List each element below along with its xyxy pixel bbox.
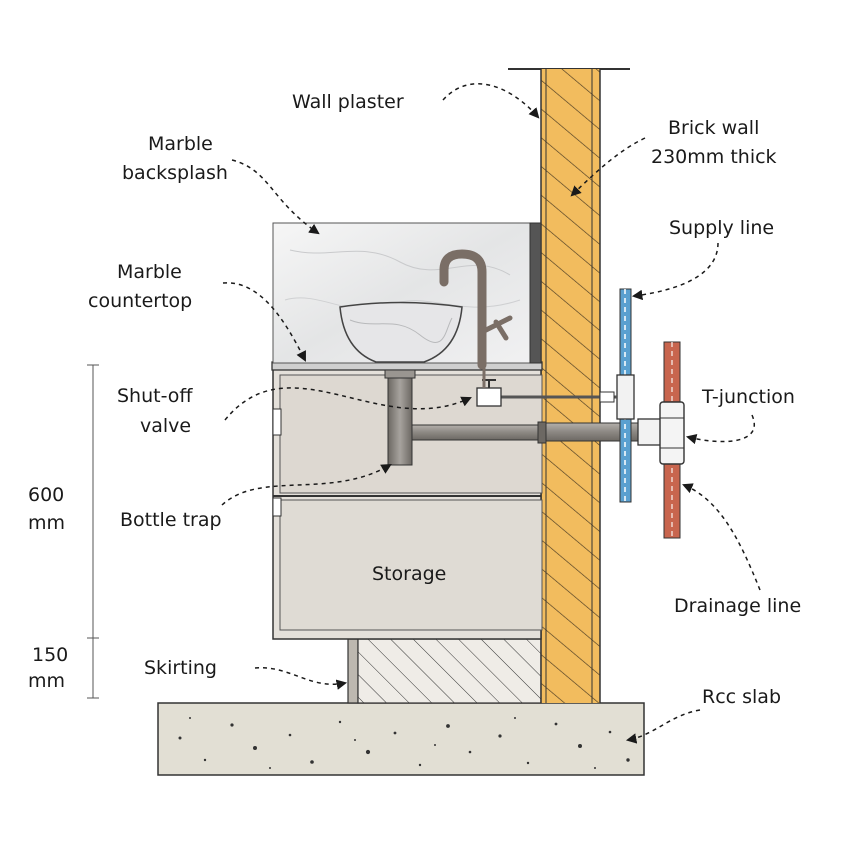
label-shutoff-valve-line1: Shut-off xyxy=(117,385,193,407)
dimension-lines xyxy=(87,364,99,699)
skirting xyxy=(347,638,542,704)
drain-branch-pipe xyxy=(545,418,663,446)
vessel-basin xyxy=(339,301,463,363)
leader-rcc-slab xyxy=(625,709,701,744)
label-skirting: Skirting xyxy=(144,657,217,679)
label-bottle-trap: Bottle trap xyxy=(120,509,222,531)
leader-drainage-line xyxy=(682,483,761,591)
rcc-slab xyxy=(157,702,645,776)
label-marble-backsplash-line2: backsplash xyxy=(122,162,228,184)
leader-shutoff-valve xyxy=(224,387,472,421)
leader-marble-countertop xyxy=(222,282,306,362)
brick-wall xyxy=(508,68,630,703)
labels: Wall plaster Brick wall 230mm thick Marb… xyxy=(28,91,801,708)
leader-t-junction xyxy=(685,414,755,445)
label-marble-countertop-line1: Marble xyxy=(117,261,182,283)
label-marble-countertop-line2: countertop xyxy=(88,290,192,312)
leader-bottle-trap xyxy=(221,463,392,506)
leader-brick-wall xyxy=(570,137,646,197)
label-brick-wall-line1: Brick wall xyxy=(668,117,759,139)
label-marble-backsplash-line1: Marble xyxy=(148,133,213,155)
dim-cabinet-unit: mm xyxy=(28,512,65,534)
shutoff-valve xyxy=(476,366,502,407)
t-junction-fitting xyxy=(659,401,685,465)
faucet xyxy=(439,249,513,370)
drainage-pipe xyxy=(659,341,685,539)
dim-skirting-unit: mm xyxy=(28,670,65,692)
leader-skirting xyxy=(254,667,348,690)
label-wall-plaster: Wall plaster xyxy=(292,91,404,113)
label-brick-wall-line2: 230mm thick xyxy=(651,146,777,168)
leader-supply-line xyxy=(631,242,719,301)
leader-lines xyxy=(221,83,761,744)
label-rcc-slab: Rcc slab xyxy=(702,686,781,708)
label-supply-line: Supply line xyxy=(669,217,774,239)
leader-marble-backsplash xyxy=(231,159,320,235)
label-drainage-line: Drainage line xyxy=(674,595,801,617)
slab-aggregate xyxy=(178,717,630,769)
bottle-trap xyxy=(384,369,547,466)
leader-wall-plaster xyxy=(442,83,540,119)
supply-pipe xyxy=(500,288,635,503)
dim-cabinet-value: 600 xyxy=(28,484,64,506)
dim-skirting-value: 150 xyxy=(32,644,68,666)
label-shutoff-valve-line2: valve xyxy=(140,415,191,437)
label-storage: Storage xyxy=(372,563,446,585)
label-t-junction: T-junction xyxy=(701,386,795,408)
